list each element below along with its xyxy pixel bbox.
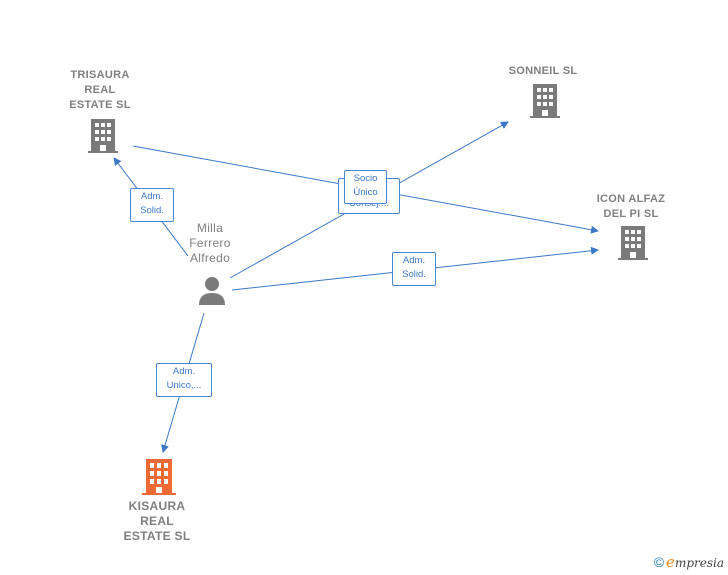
footer-brand: © empresia (654, 553, 724, 571)
building-icon-sonneil[interactable] (530, 84, 560, 118)
node-label-person: Milla Ferrero Alfredo (189, 221, 231, 265)
brand-logo[interactable]: empresia (666, 553, 724, 571)
building-icon-kisaura[interactable] (142, 459, 176, 495)
node-label-icon-alfaz: ICON ALFAZ DEL PI SL (596, 193, 666, 220)
copyright-symbol: © (653, 554, 665, 570)
edge-label-person-icon: Adm. Solid. (392, 252, 436, 286)
node-label-trisaura: TRISAURA REAL ESTATE SL (69, 69, 131, 111)
node-label-kisaura: KISAURA REAL ESTATE SL (123, 499, 191, 543)
building-icon-icon-alfaz[interactable] (618, 226, 648, 260)
edge-label-person-kisaura: Adm. Unico,... (156, 363, 212, 397)
person-icon[interactable] (197, 275, 227, 305)
edge-label-person-sonneil: Socio Único (344, 170, 387, 204)
node-label-sonneil: SONNEIL SL (508, 65, 578, 77)
edge-label-person-trisaura: Adm. Solid. (130, 188, 174, 222)
building-icon-trisaura[interactable] (88, 119, 118, 153)
